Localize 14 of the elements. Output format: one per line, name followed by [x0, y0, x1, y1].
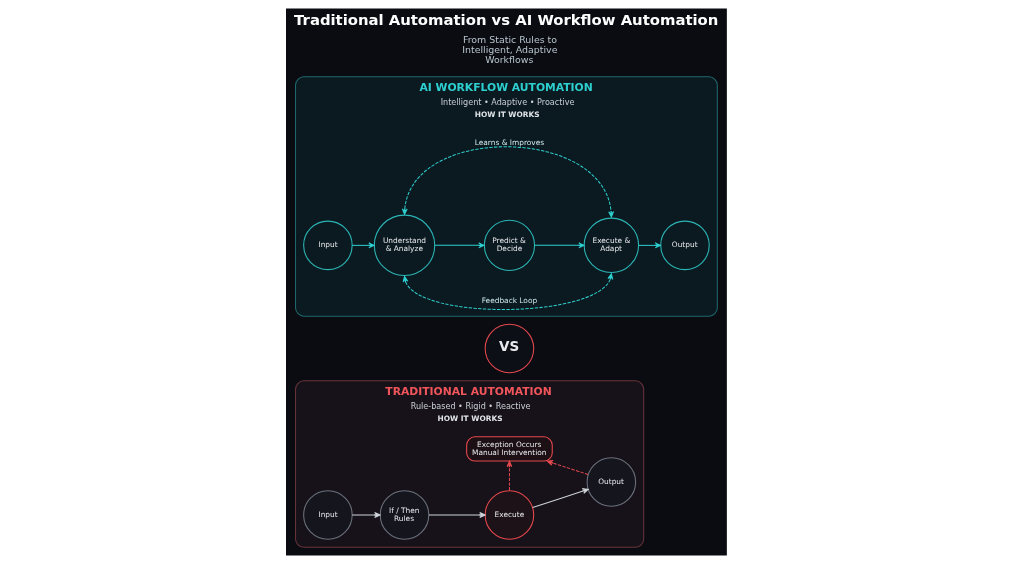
arrow	[637, 242, 661, 249]
arrow	[546, 460, 588, 476]
node-circle: VS	[484, 323, 534, 374]
arrow	[533, 242, 585, 249]
arrow	[401, 146, 614, 218]
diagram-title: Traditional Automation vs AI Workflow Automation	[293, 11, 718, 28]
label: From Static Rules to Intelligent, Adaptive Workflows	[461, 33, 557, 66]
arrow	[531, 488, 589, 509]
arrow	[351, 512, 381, 518]
arrow	[427, 512, 486, 518]
arrow	[402, 273, 613, 310]
arrow	[506, 460, 512, 491]
arrow	[433, 242, 485, 249]
arrow	[351, 242, 375, 249]
